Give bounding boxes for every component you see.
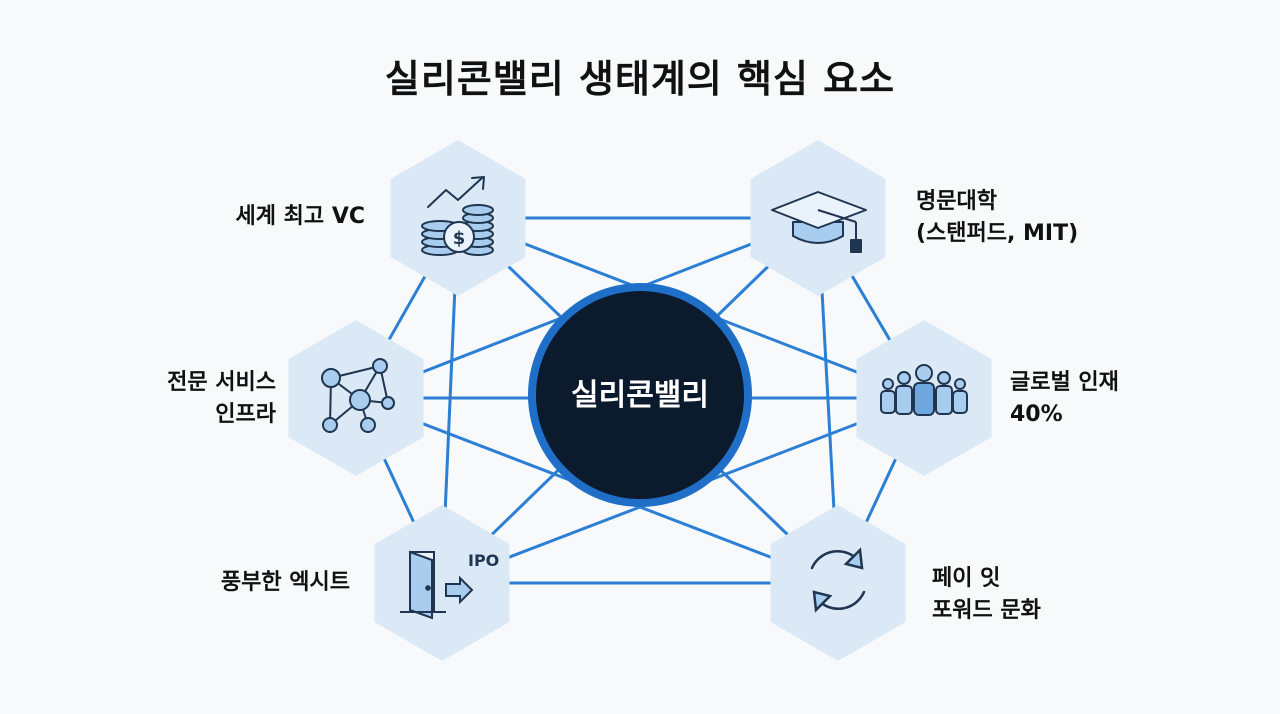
graduation-cap-icon xyxy=(771,191,867,253)
label-exit: 풍부한 엑시트 xyxy=(220,570,350,595)
center-circle xyxy=(528,283,752,507)
center-label: 실리콘밸리 xyxy=(571,378,709,413)
cycle-arrows-icon xyxy=(810,547,866,613)
svg-text:IPO: IPO xyxy=(468,551,499,570)
label-services: 전문 서비스 인프라 xyxy=(167,370,276,427)
hexagon-exit xyxy=(374,505,510,661)
door-exit-icon: IPO xyxy=(400,550,499,620)
money-growth-icon: $ xyxy=(421,176,494,256)
svg-text:$: $ xyxy=(453,228,466,249)
label-payitforward: 페이 잇 포워드 문화 xyxy=(932,566,1041,623)
center-node: 실리콘밸리 xyxy=(528,283,752,507)
people-group-icon xyxy=(880,364,968,416)
diagram-title: 실리콘밸리 생태계의 핵심 요소 xyxy=(384,57,896,101)
hexagon-vc xyxy=(390,140,526,296)
label-vc: 세계 최고 VC xyxy=(235,204,365,229)
label-talent: 글로벌 인재 40% xyxy=(1010,370,1119,427)
hexagon-payitforward xyxy=(770,505,906,661)
network-icon xyxy=(321,358,395,433)
label-university: 명문대학 (스탠퍼드, MIT) xyxy=(916,189,1079,246)
